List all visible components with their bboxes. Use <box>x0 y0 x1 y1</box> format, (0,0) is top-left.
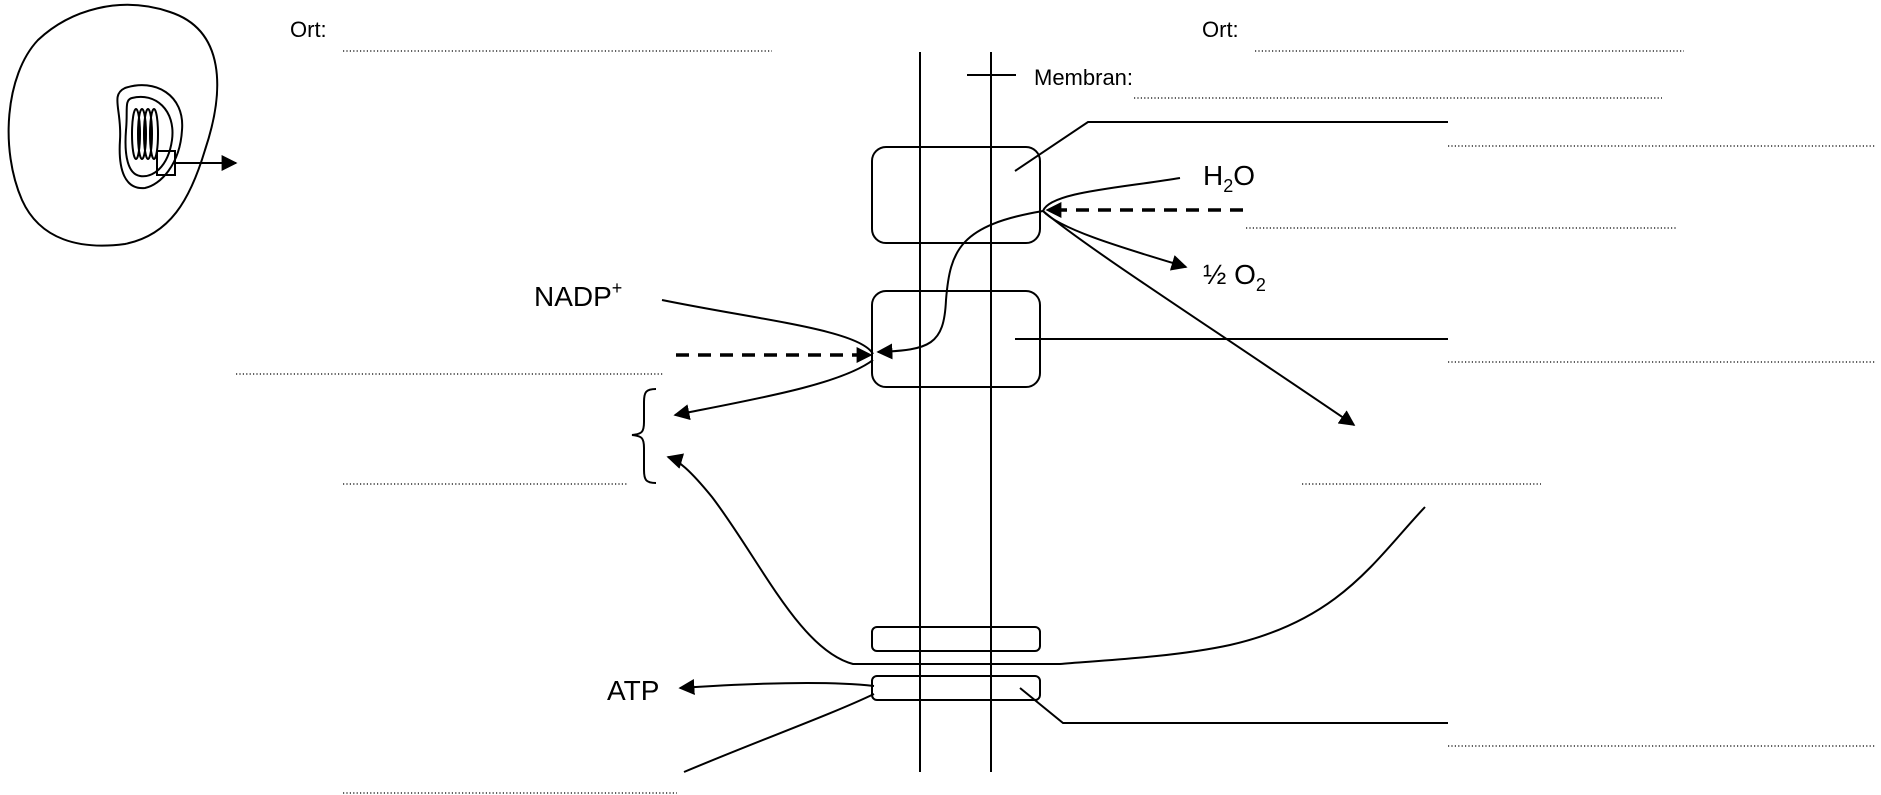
nadp-inflow-curve <box>662 300 873 354</box>
o2-outflow-curve <box>1043 211 1186 267</box>
atp-synthase-pointer <box>1020 688 1448 723</box>
adp-inflow-curve <box>684 694 874 772</box>
h2o-inflow-curve <box>1043 178 1180 211</box>
cell-thumbnail <box>9 5 236 246</box>
atp-synthase-lower-bar <box>872 676 1040 700</box>
photosystem-ii <box>872 147 1040 243</box>
photosystem-i <box>872 291 1040 387</box>
products-brace <box>632 389 656 483</box>
ort-left-label: Ort: <box>290 17 327 42</box>
membran-label: Membran: <box>1034 65 1133 90</box>
proton-outflow-line <box>1043 211 1354 425</box>
atp-synthase-upper-bar <box>872 627 1040 651</box>
ort-right-label: Ort: <box>1202 17 1239 42</box>
atp-outflow-curve <box>680 683 874 688</box>
cell-outline <box>9 5 218 246</box>
electron-transport-path <box>878 211 1043 352</box>
o2-label: ½ O2 <box>1203 259 1266 295</box>
nadp-label: NADP+ <box>534 278 622 312</box>
h2o-label: H2O <box>1203 160 1255 196</box>
photosystem-ii-pointer <box>1015 122 1448 171</box>
thylakoid-stack <box>132 109 158 159</box>
nadph-outflow-curve <box>675 360 873 415</box>
atp-synthase-arc <box>668 457 1425 664</box>
atp-label: ATP <box>607 675 659 706</box>
